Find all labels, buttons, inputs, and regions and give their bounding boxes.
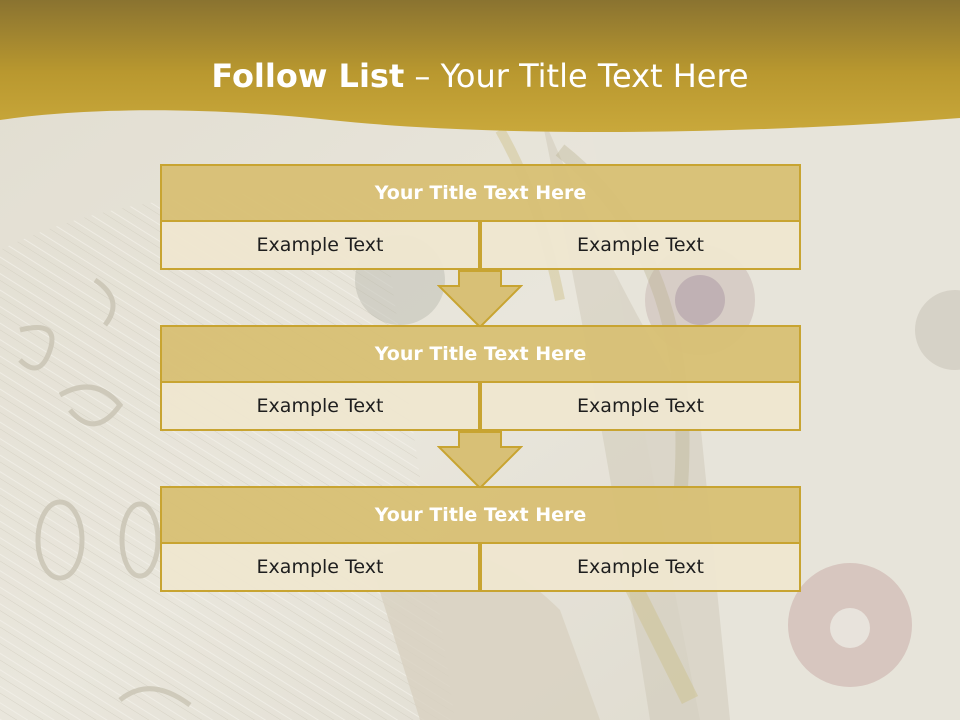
step-title: Your Title Text Here — [160, 164, 801, 222]
step-left-cell: Example Text — [160, 220, 480, 270]
step-left-cell: Example Text — [160, 381, 480, 431]
step-right-cell: Example Text — [480, 220, 801, 270]
step-right-cell: Example Text — [480, 381, 801, 431]
slide-title-bold: Follow List — [211, 57, 405, 95]
slide-title-rest: – Your Title Text Here — [404, 57, 749, 95]
step-left-cell: Example Text — [160, 542, 480, 592]
header-band — [0, 0, 960, 133]
down-arrow-icon — [437, 270, 523, 328]
step-right-cell: Example Text — [480, 542, 801, 592]
down-arrow-icon — [437, 431, 523, 489]
step-title: Your Title Text Here — [160, 325, 801, 383]
slide-title: Follow List – Your Title Text Here — [0, 52, 960, 100]
step-title: Your Title Text Here — [160, 486, 801, 544]
